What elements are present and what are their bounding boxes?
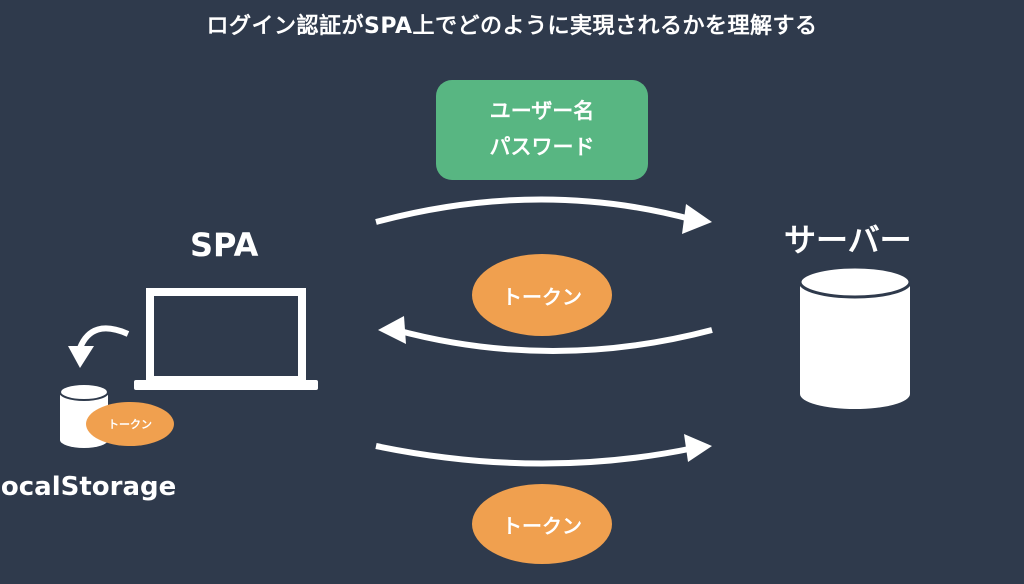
password-label: パスワード (489, 135, 595, 159)
token-label: トークン (502, 513, 582, 538)
token-label: トークン (108, 418, 152, 431)
token-label: トークン (502, 284, 582, 309)
arrow-response-token (378, 316, 713, 354)
spa-label: SPA (190, 226, 259, 264)
page-title: ログイン認証がSPA上でどのように実現されるかを理解する (206, 14, 818, 39)
arrow-request-credentials (375, 196, 712, 234)
token-response: トークン (472, 254, 612, 336)
token-stored: トークン (86, 402, 174, 446)
token-request: トークン (472, 484, 612, 564)
server-label: サーバー (784, 221, 912, 259)
curved-arrow-icon (68, 325, 130, 368)
credentials-box: ユーザー名 パスワード (436, 80, 648, 180)
small-database-icon (59, 383, 109, 448)
laptop-icon (134, 288, 318, 390)
username-label: ユーザー名 (489, 99, 595, 124)
database-icon (798, 265, 912, 409)
local-storage-label: localStorage (0, 472, 177, 502)
arrow-request-token (375, 434, 712, 467)
